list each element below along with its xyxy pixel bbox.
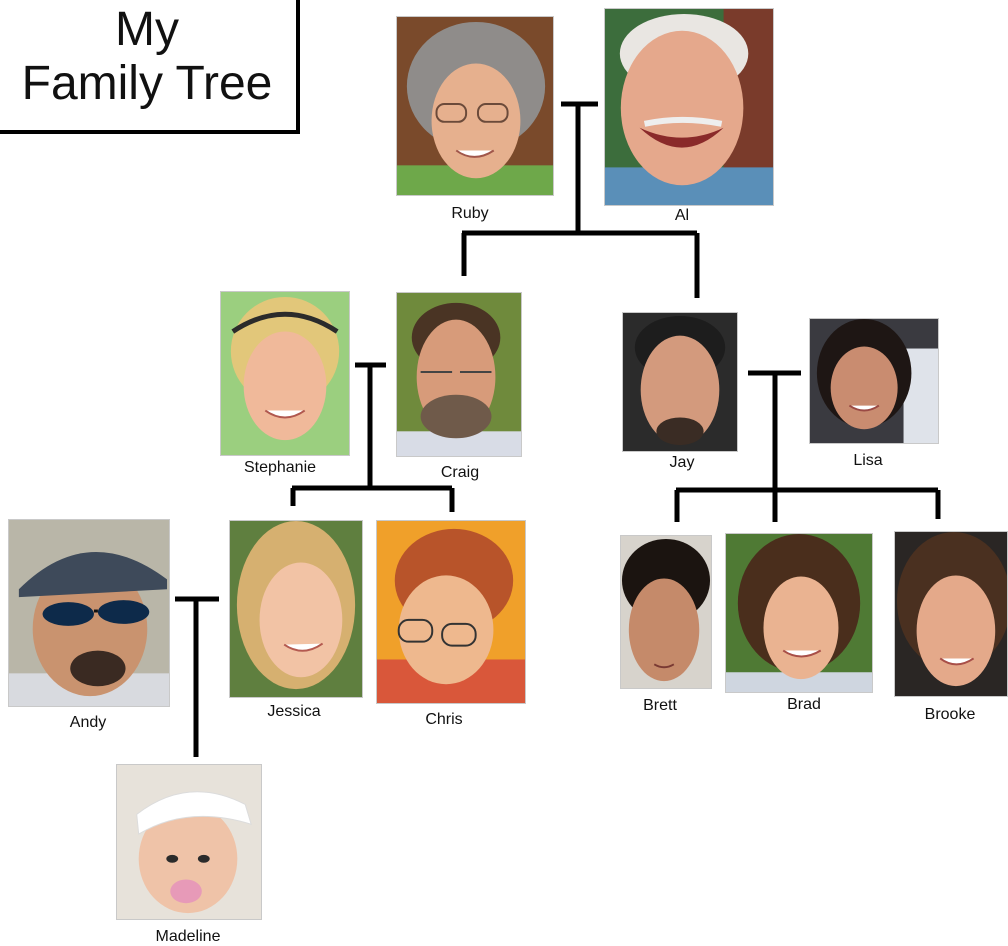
title-box: My Family Tree [0,0,300,134]
photo-craig [396,292,522,457]
name-brooke: Brooke [924,706,976,723]
connector-craig-children [290,485,455,512]
name-ruby: Ruby [451,205,489,222]
connector-stephanie-craig [355,362,386,488]
photo-ruby [396,16,554,196]
connector-jay-children [674,487,941,522]
photo-jay [622,312,738,452]
photo-brooke [894,531,1008,697]
photo-madeline [116,764,262,920]
connector-jay-lisa [748,370,801,522]
name-stephanie: Stephanie [243,459,317,476]
connector-ruby-al [561,101,598,233]
photo-jessica [229,520,363,698]
photo-lisa [809,318,939,444]
connector-gen2-bar [461,230,700,298]
name-andy: Andy [69,714,107,731]
name-chris: Chris [425,711,463,728]
photo-al [604,8,774,206]
name-jay: Jay [669,454,695,471]
name-lisa: Lisa [853,452,883,469]
name-jessica: Jessica [267,703,321,720]
photo-chris [376,520,526,704]
name-madeline: Madeline [155,928,221,945]
connector-andy-jessica [175,596,219,757]
photo-andy [8,519,170,707]
name-al: Al [674,207,690,224]
name-brad: Brad [787,696,821,713]
photo-brett [620,535,712,689]
title-line-1: My [115,3,179,56]
name-brett: Brett [643,697,677,714]
name-craig: Craig [440,464,480,481]
photo-brad [725,533,873,693]
photo-stephanie [220,291,350,456]
title-line-2: Family Tree [21,57,273,110]
